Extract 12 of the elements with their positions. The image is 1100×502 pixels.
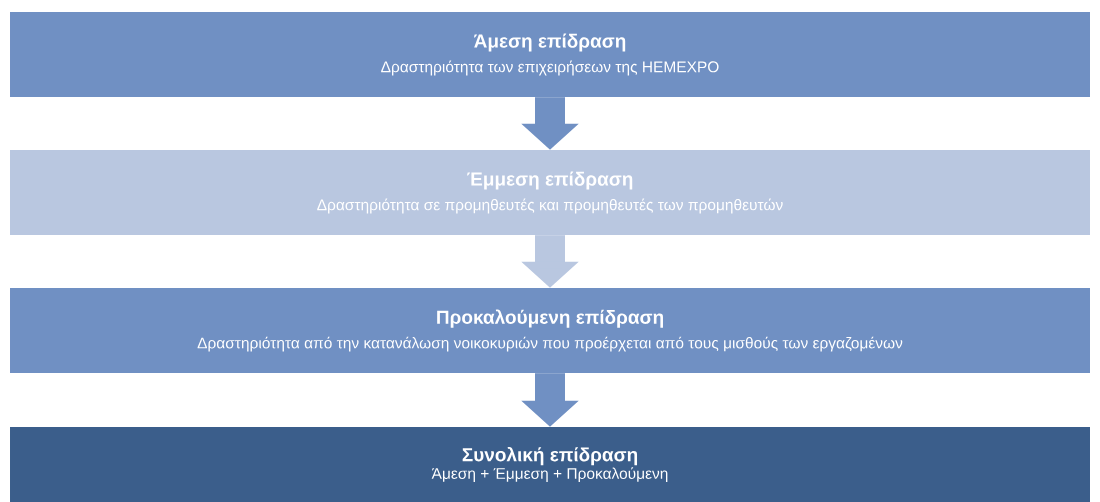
band (10, 12, 1090, 97)
band-heading: Συνολική επίδραση (462, 446, 637, 466)
band-heading: Προκαλούμενη επίδραση (437, 309, 663, 328)
band-text: Δραστηριότητα σε προμηθευτές και προμηθευτές των προμηθευτών (317, 198, 783, 214)
band-heading: Άμεση επίδραση (474, 33, 626, 52)
band-heading: Έμμεση επίδραση (467, 171, 633, 190)
band (10, 150, 1090, 235)
band-text: Δραστηριότητα των επιχειρήσεων της HEMEXPO (381, 60, 719, 76)
band-text: Δραστηριότητα από την κατανάλωση νοικοκυριών που προέρχεται από τους μισθούς των εργαζομένων (197, 336, 903, 352)
band (10, 427, 1090, 502)
band-text: Άμεση + Έμμεση + Προκαλούμενη (431, 467, 668, 483)
band (10, 288, 1090, 373)
